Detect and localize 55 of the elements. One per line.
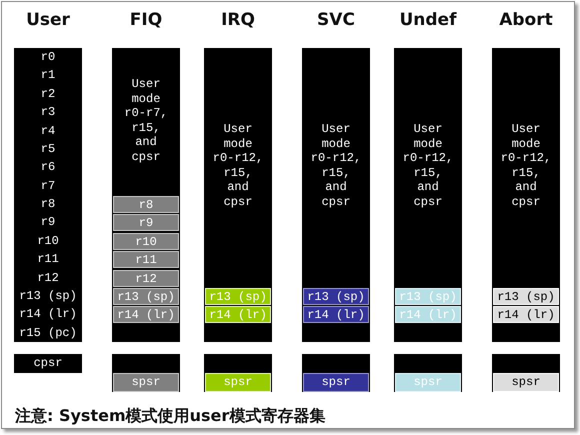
register-cell: spsr	[205, 373, 271, 392]
bank-text: User mode r0-r7, r15, and cpsr	[123, 77, 169, 165]
register-cell: r14 (lr)	[15, 306, 81, 324]
column-heading: FIQ	[128, 10, 164, 30]
register-cell: r12	[113, 270, 179, 286]
bank-text: User mode r0-r12, r15, and cpsr	[402, 122, 454, 210]
register-cell: spsr	[395, 373, 461, 392]
register-cell: spsr	[113, 373, 179, 392]
register-box	[394, 354, 462, 392]
register-cell: r14 (lr)	[113, 306, 179, 324]
register-cell: spsr	[303, 373, 369, 392]
register-cell: r5	[15, 140, 81, 158]
register-cell: r13 (sp)	[395, 288, 461, 305]
column-heading: IRQ	[220, 10, 256, 30]
register-cell: r15 (pc)	[15, 324, 81, 342]
column-heading: Abort	[498, 10, 554, 30]
register-cell: r13 (sp)	[15, 288, 81, 305]
bank-text: User mode r0-r12, r15, and cpsr	[212, 122, 264, 210]
register-cell: r3	[15, 104, 81, 122]
register-cell: r14 (lr)	[303, 306, 369, 324]
register-cell: r12	[15, 270, 81, 286]
register-cell: r7	[15, 178, 81, 195]
register-cell: r14 (lr)	[493, 306, 559, 324]
register-cell: r6	[15, 159, 81, 176]
register-cell: r10	[113, 232, 179, 250]
column-heading: Undef	[398, 10, 458, 30]
register-cell: r0	[15, 49, 81, 66]
register-cell: r8	[113, 196, 179, 213]
register-cell: r9	[113, 214, 179, 232]
register-box	[112, 354, 180, 392]
register-cell: r11	[113, 251, 179, 268]
register-cell: r1	[15, 67, 81, 84]
bank-text: User mode r0-r12, r15, and cpsr	[310, 122, 362, 210]
register-cell: r13 (sp)	[303, 288, 369, 305]
register-cell: r8	[15, 196, 81, 213]
register-cell: r14 (lr)	[205, 306, 271, 324]
register-label: cpsr	[32, 355, 64, 372]
register-box	[14, 354, 82, 373]
note-text: 注意: System模式使用user模式寄存器集	[15, 405, 326, 427]
register-box	[492, 354, 560, 392]
register-cell: r14 (lr)	[395, 306, 461, 324]
register-cell: r11	[15, 251, 81, 268]
register-cell: r13 (sp)	[113, 288, 179, 305]
register-cell: r4	[15, 122, 81, 140]
bank-text: User mode r0-r12, r15, and cpsr	[500, 122, 552, 210]
register-cell: r13 (sp)	[205, 288, 271, 305]
register-box	[204, 354, 272, 392]
register-cell: r13 (sp)	[493, 288, 559, 305]
column-heading: User	[25, 10, 71, 30]
register-cell: r2	[15, 86, 81, 103]
register-cell: r10	[15, 232, 81, 250]
column-heading: SVC	[316, 10, 356, 30]
register-cell: spsr	[493, 373, 559, 392]
register-cell: r9	[15, 214, 81, 232]
register-box	[302, 354, 370, 392]
